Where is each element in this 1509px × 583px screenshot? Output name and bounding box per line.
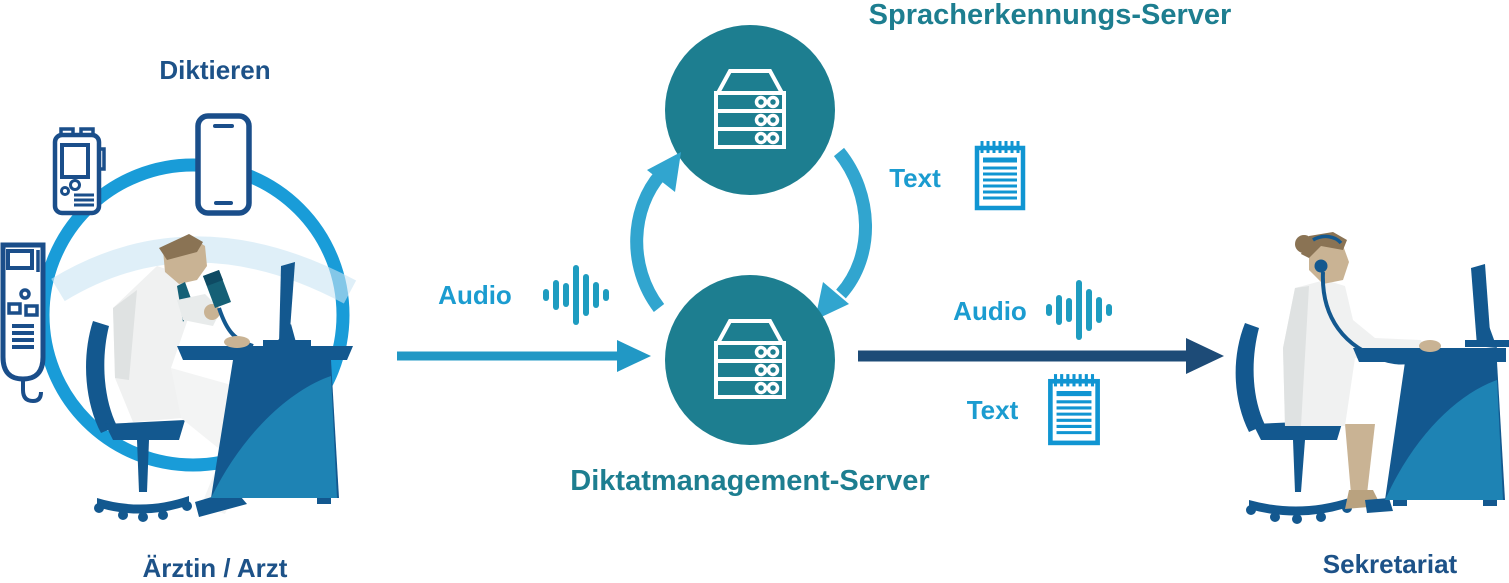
dictation-management-server-node <box>665 275 835 445</box>
speech-server-title: Spracherkennungs-Server <box>868 0 1232 31</box>
text-label-right: Text <box>966 395 1019 425</box>
text-label-cycle: Text <box>889 163 941 193</box>
dictation-server-title: Diktatmanagement-Server <box>570 465 930 497</box>
speech-recognition-server-node <box>665 25 835 195</box>
server-icon <box>714 319 786 399</box>
audio-waveform-icon-left <box>543 265 609 325</box>
server-icon <box>714 69 786 149</box>
voice-recorder-icon <box>52 127 106 216</box>
audio-label-right: Audio <box>953 296 1027 326</box>
secretary-at-desk-illustration <box>1235 232 1509 524</box>
audio-label-left: Audio <box>438 280 512 310</box>
smartphone-icon <box>195 113 252 216</box>
audio-waveform-icon-right <box>1046 280 1112 340</box>
server-cycle-arrows-icon <box>630 147 872 320</box>
dictation-station-icon <box>0 242 46 404</box>
audio-text-flow-arrow-right <box>858 338 1224 374</box>
text-document-icon-right <box>1048 374 1100 446</box>
secretariat-caption: Sekretariat <box>1322 549 1458 579</box>
doctor-at-desk-illustration <box>86 234 353 522</box>
audio-flow-arrow-left <box>397 340 651 372</box>
diktieren-title: Diktieren <box>159 55 271 85</box>
text-document-icon-cycle <box>974 141 1026 211</box>
doctor-caption: Ärztin / Arzt <box>142 553 288 583</box>
